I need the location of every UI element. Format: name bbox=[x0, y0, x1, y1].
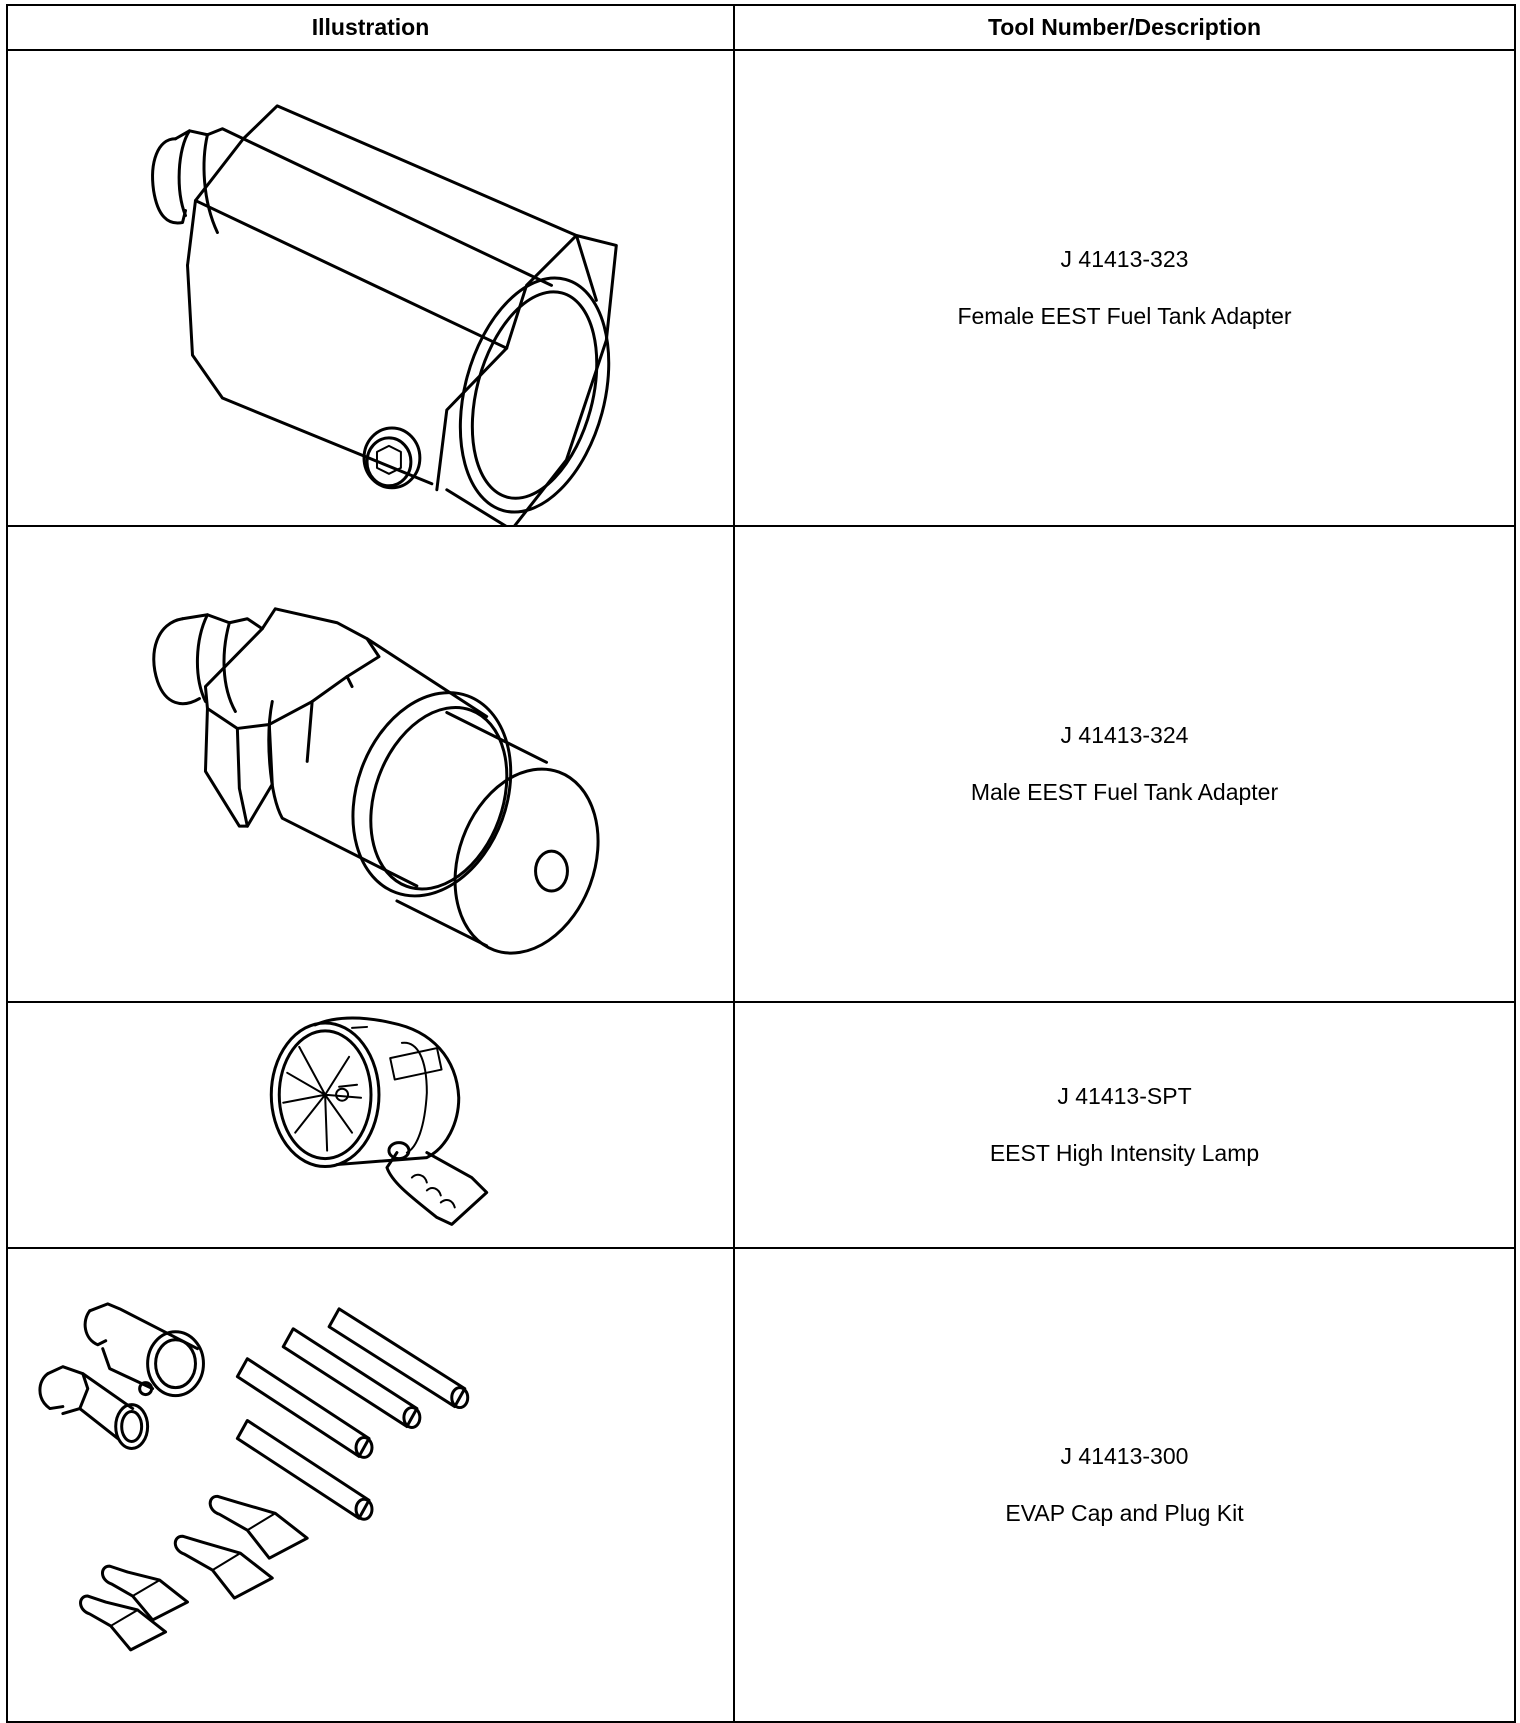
header-illustration: Illustration bbox=[6, 4, 735, 51]
tool-table: Illustration Tool Number/Description bbox=[6, 4, 1516, 1723]
table-row: J 41413-300 EVAP Cap and Plug Kit bbox=[6, 1246, 1516, 1723]
high-intensity-lamp-illustration bbox=[269, 1016, 489, 1227]
tool-number: J 41413-323 bbox=[1060, 245, 1189, 272]
tool-description: Male EEST Fuel Tank Adapter bbox=[970, 779, 1279, 806]
table-row: J 41413-323 Female EEST Fuel Tank Adapte… bbox=[6, 49, 1516, 527]
tool-description: EEST High Intensity Lamp bbox=[989, 1140, 1260, 1167]
female-fuel-tank-adapter-illustration bbox=[151, 104, 618, 525]
header-row: Illustration Tool Number/Description bbox=[6, 4, 1516, 51]
illustration-cell bbox=[6, 524, 735, 1004]
tool-number: J 41413-324 bbox=[1060, 722, 1189, 749]
male-fuel-tank-adapter-illustration bbox=[152, 606, 600, 955]
tool-description: Female EEST Fuel Tank Adapter bbox=[957, 302, 1292, 329]
illustration-cell bbox=[6, 49, 735, 527]
description-cell: J 41413-SPT EEST High Intensity Lamp bbox=[733, 1001, 1516, 1249]
cap-and-plug-kit-illustration bbox=[38, 1302, 470, 1652]
illustration-cell bbox=[6, 1001, 735, 1249]
tool-description: EVAP Cap and Plug Kit bbox=[1005, 1500, 1244, 1527]
illustration-cell bbox=[6, 1246, 735, 1723]
tool-table-sheet: Illustration Tool Number/Description bbox=[6, 4, 1516, 1723]
table-row: J 41413-324 Male EEST Fuel Tank Adapter bbox=[6, 524, 1516, 1004]
description-cell: J 41413-324 Male EEST Fuel Tank Adapter bbox=[733, 524, 1516, 1004]
tool-number: J 41413-300 bbox=[1060, 1443, 1189, 1470]
header-tool-number-description: Tool Number/Description bbox=[733, 4, 1516, 51]
description-cell: J 41413-300 EVAP Cap and Plug Kit bbox=[733, 1246, 1516, 1723]
tool-number: J 41413-SPT bbox=[1057, 1083, 1192, 1110]
table-row: J 41413-SPT EEST High Intensity Lamp bbox=[6, 1001, 1516, 1249]
description-cell: J 41413-323 Female EEST Fuel Tank Adapte… bbox=[733, 49, 1516, 527]
